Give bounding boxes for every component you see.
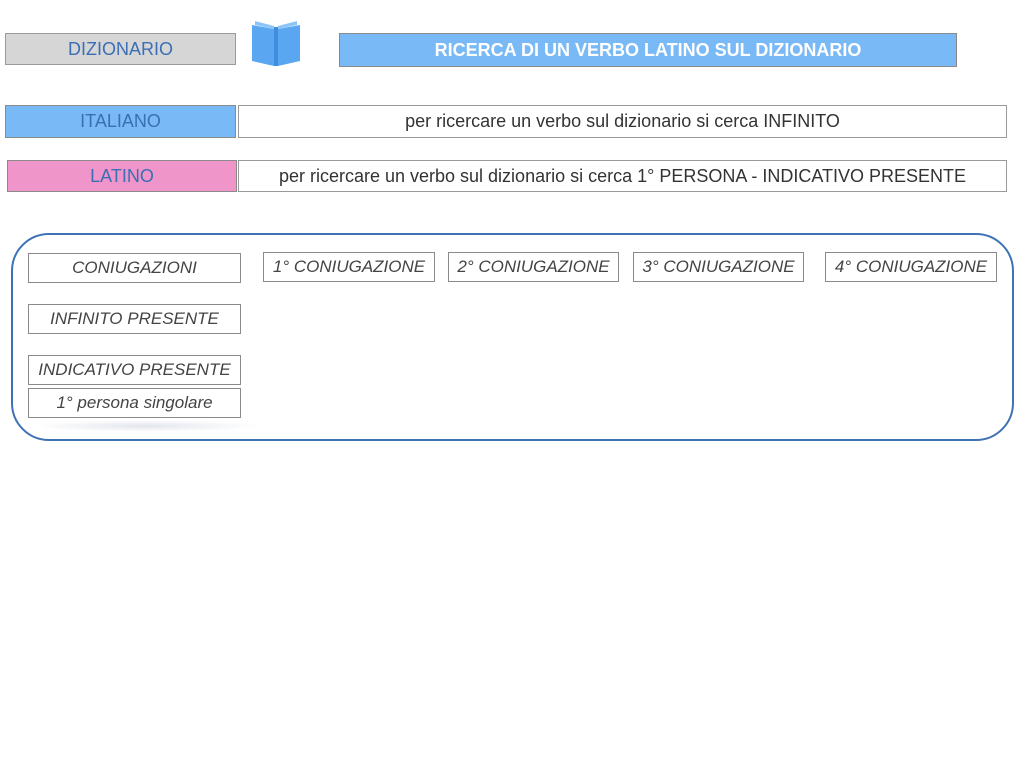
row-label-prima-persona-singolare: 1° persona singolare [28, 388, 241, 418]
column-header-4-coniugazione: 4° CONIUGAZIONE [825, 252, 997, 282]
row-label-coniugazioni: CONIUGAZIONI [28, 253, 241, 283]
column-header-2-coniugazione: 2° CONIUGAZIONE [448, 252, 619, 282]
column-header-3-coniugazione: 3° CONIUGAZIONE [633, 252, 804, 282]
row-label-indicativo-presente: INDICATIVO PRESENTE [28, 355, 241, 385]
latino-label: LATINO [7, 160, 237, 192]
page-title: RICERCA DI UN VERBO LATINO SUL DIZIONARI… [339, 33, 957, 67]
italiano-description: per ricercare un verbo sul dizionario si… [238, 105, 1007, 138]
column-header-1-coniugazione: 1° CONIUGAZIONE [263, 252, 435, 282]
italiano-label: ITALIANO [5, 105, 236, 138]
latino-description: per ricercare un verbo sul dizionario si… [238, 160, 1007, 192]
panel-shadow [30, 420, 260, 432]
row-label-infinito-presente: INFINITO PRESENTE [28, 304, 241, 334]
book-icon [252, 21, 300, 66]
dizionario-label: DIZIONARIO [5, 33, 236, 65]
